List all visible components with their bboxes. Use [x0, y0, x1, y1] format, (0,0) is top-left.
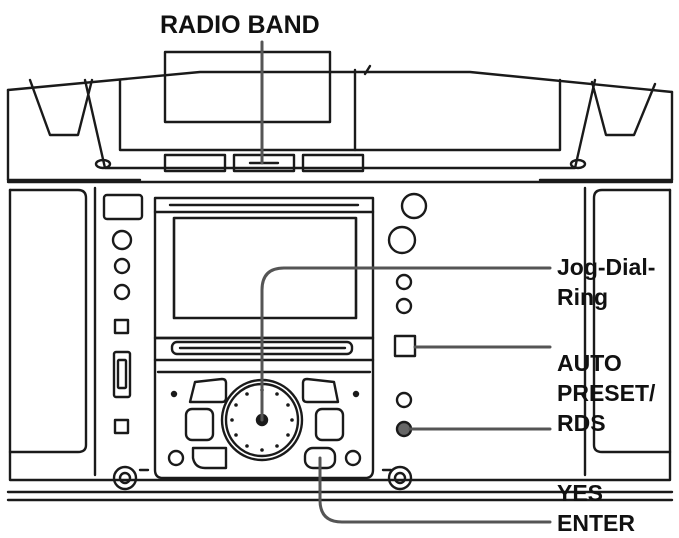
- radio-band-label: RADIO BAND: [160, 11, 320, 39]
- jog-dial-tick: [286, 433, 290, 437]
- jog-dial-tick: [245, 444, 249, 448]
- jog-dial-ring-label: Jog-Dial- Ring: [557, 252, 655, 312]
- jog-dial-tick: [260, 448, 264, 452]
- left-button-cluster: [167, 377, 228, 470]
- jog-dial-tick: [230, 418, 234, 422]
- left-controls: [102, 193, 144, 435]
- jog-dial-tick: [245, 392, 249, 396]
- radio-band-button: [232, 153, 296, 173]
- yes-enter-label: YES ENTER: [557, 478, 635, 538]
- top-buttons-row: [94, 153, 587, 173]
- jog-dial-tick: [290, 418, 294, 422]
- leader-yes-enter: [318, 456, 552, 524]
- bottom-feet: [112, 465, 413, 491]
- jog-dial-ring-label-line-2: Ring: [557, 284, 609, 310]
- leader-lines: [260, 40, 552, 524]
- lower-control-panel: [153, 358, 375, 480]
- jog-dial-tick: [275, 444, 279, 448]
- yes-enter-label-line-2: ENTER: [557, 510, 635, 536]
- main-body: [6, 180, 674, 502]
- jog-dial-tick: [234, 433, 238, 437]
- jog-dial-ticks: [230, 388, 294, 452]
- leader-jog-dial-ring: [260, 266, 552, 422]
- jog-dial-tick: [275, 392, 279, 396]
- right-speaker: [592, 188, 672, 454]
- right-square-button: [393, 334, 417, 358]
- jog-dial-ring-label-line-1: Jog-Dial-: [557, 254, 656, 280]
- jog-dial-tick: [286, 403, 290, 407]
- auto-preset-rds-label-line-1: AUTO: [557, 350, 622, 376]
- right-controls: [387, 192, 428, 438]
- left-speaker: [8, 188, 88, 454]
- jog-dial-tick: [234, 403, 238, 407]
- cd-slot: [153, 336, 375, 362]
- auto-preset-rds-label: AUTO PRESET/ RDS: [557, 348, 655, 438]
- auto-preset-rds-label-line-3: RDS: [557, 410, 606, 436]
- top-lid: [83, 50, 597, 170]
- top-handle: [6, 70, 674, 182]
- right-button-cluster: [301, 377, 362, 470]
- auto-preset-rds-label-line-2: PRESET/: [557, 380, 656, 406]
- yes-enter-label-line-1: YES: [557, 480, 604, 506]
